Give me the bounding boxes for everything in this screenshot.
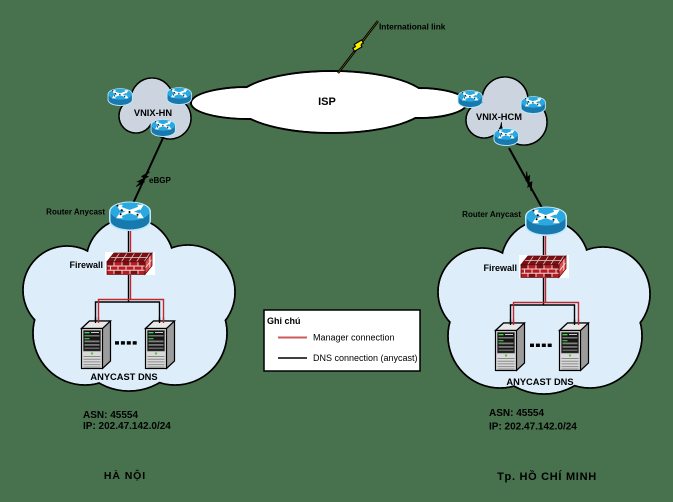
svg-text:ASN: 45554: ASN: 45554 [489, 408, 544, 419]
svg-text:Firewall: Firewall [69, 260, 103, 270]
svg-text:ANYCAST DNS: ANYCAST DNS [506, 377, 573, 387]
svg-text:ANYCAST DNS: ANYCAST DNS [90, 372, 157, 382]
svg-text:DNS connection (anycast): DNS connection (anycast) [313, 353, 418, 363]
svg-text:ASN: 45554: ASN: 45554 [83, 410, 138, 421]
svg-text:Firewall: Firewall [483, 263, 517, 273]
svg-text:Manager connection: Manager connection [313, 333, 395, 343]
svg-text:International link: International link [379, 22, 446, 32]
svg-text:Router Anycast: Router Anycast [462, 210, 521, 219]
svg-text:VNIX-HN: VNIX-HN [134, 108, 173, 118]
svg-text:Ghi chú: Ghi chú [267, 316, 301, 326]
svg-text:IP: 202.47.142.0/24: IP: 202.47.142.0/24 [489, 422, 577, 433]
svg-text:Router Anycast: Router Anycast [46, 208, 105, 217]
svg-text:Tp. HỒ CHÍ MINH: Tp. HỒ CHÍ MINH [497, 470, 597, 483]
svg-text:IP: 202.47.142.0/24: IP: 202.47.142.0/24 [83, 421, 171, 432]
svg-text:eBGP: eBGP [149, 176, 171, 185]
svg-text:VNIX-HCM: VNIX-HCM [476, 112, 522, 122]
svg-text:ISP: ISP [318, 96, 336, 108]
svg-text:HÀ NỘI: HÀ NỘI [104, 469, 146, 482]
